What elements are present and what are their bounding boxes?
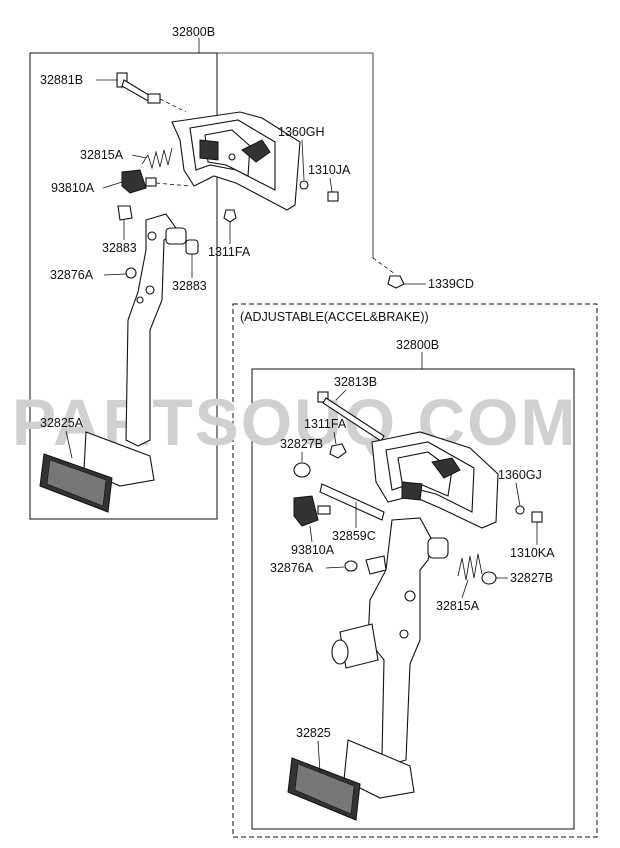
label-32813b: 32813B xyxy=(334,375,377,389)
label-32827b-upper: 32827B xyxy=(280,437,323,451)
nut-drawing xyxy=(327,191,339,202)
label-1360gj: 1360GJ xyxy=(498,468,542,482)
adjustable-nut-drawing xyxy=(531,511,543,523)
nut-1311fa-drawing xyxy=(223,209,237,223)
leader-1360gj xyxy=(515,482,521,507)
label-32827b-lower: 32827B xyxy=(510,571,553,585)
adjustable-group-title: 32800B xyxy=(396,338,439,352)
label-adj-32815a: 32815A xyxy=(436,599,480,613)
main-group-bracket-link xyxy=(372,257,396,275)
nut-1339cd-drawing xyxy=(387,275,405,289)
leader-1360gh xyxy=(301,139,305,181)
label-adj-32876a: 32876A xyxy=(270,561,314,575)
label-1310ja: 1310JA xyxy=(308,163,351,177)
label-adj-93810a: 93810A xyxy=(291,543,335,557)
label-adj-1311fa: 1311FA xyxy=(304,417,347,431)
leader-adj-93810a xyxy=(309,525,313,543)
adjustable-inner-frame xyxy=(251,368,575,830)
label-1311fa: 1311FA xyxy=(208,245,251,259)
label-32859c: 32859C xyxy=(332,529,376,543)
label-32815a: 32815A xyxy=(80,148,124,162)
adjustable-group-caption: (ADJUSTABLE(ACCEL&BRAKE)) xyxy=(240,310,429,324)
stop-lamp-switch-drawing xyxy=(121,169,191,194)
adjustable-sleeve-drawing xyxy=(319,483,385,521)
leader-32815a xyxy=(131,154,147,159)
label-93810a: 93810A xyxy=(51,181,95,195)
adjustable-switch-drawing xyxy=(293,495,331,527)
pedal-bracket-drawing xyxy=(171,111,301,211)
adjustable-pedal-pad-drawing xyxy=(287,739,415,821)
brake-pedal-arm-drawing xyxy=(125,213,187,447)
main-group-title: 32800B xyxy=(172,25,215,39)
leader-adj-32815a xyxy=(461,579,469,599)
label-32883-lower: 32883 xyxy=(172,279,207,293)
bushing-upper-drawing xyxy=(117,205,133,221)
leader-32876a xyxy=(103,273,127,276)
leader-32825 xyxy=(317,740,321,773)
washer-drawing xyxy=(299,180,309,190)
pedal-stopper-drawing xyxy=(125,267,137,279)
return-spring-drawing xyxy=(141,147,173,170)
adjustable-washer-drawing xyxy=(515,505,525,515)
pivot-bolt-drawing xyxy=(116,72,187,113)
adjustable-bushing-lower-drawing xyxy=(481,571,497,585)
adjustable-pedal-arm-drawing xyxy=(331,517,449,765)
leader-32813b xyxy=(335,389,347,401)
adjustable-bracket-drawing xyxy=(371,431,499,529)
main-group-frame xyxy=(29,52,218,520)
label-32883-upper: 32883 xyxy=(102,241,137,255)
leader-32825a xyxy=(65,430,73,459)
adjustable-bushing-upper-drawing xyxy=(293,462,311,478)
label-1339cd: 1339CD xyxy=(428,277,474,291)
leader-93810a xyxy=(102,181,123,189)
label-1310ka: 1310KA xyxy=(510,546,555,560)
label-32825: 32825 xyxy=(296,726,331,740)
pedal-pad-drawing xyxy=(39,431,155,513)
adjustable-nut-1311fa-drawing xyxy=(329,443,347,459)
leader-adj-1311fa xyxy=(333,431,337,445)
leader-1310ja xyxy=(329,177,333,193)
label-32825a: 32825A xyxy=(40,416,84,430)
leader-adj-32876a xyxy=(325,566,345,569)
label-1360gh: 1360GH xyxy=(278,125,325,139)
label-32876a: 32876A xyxy=(50,268,94,282)
label-32881b: 32881B xyxy=(40,73,83,87)
bushing-lower-drawing xyxy=(185,239,199,255)
adjustable-spring-drawing xyxy=(457,553,483,581)
adjustable-stopper-drawing xyxy=(344,560,358,572)
